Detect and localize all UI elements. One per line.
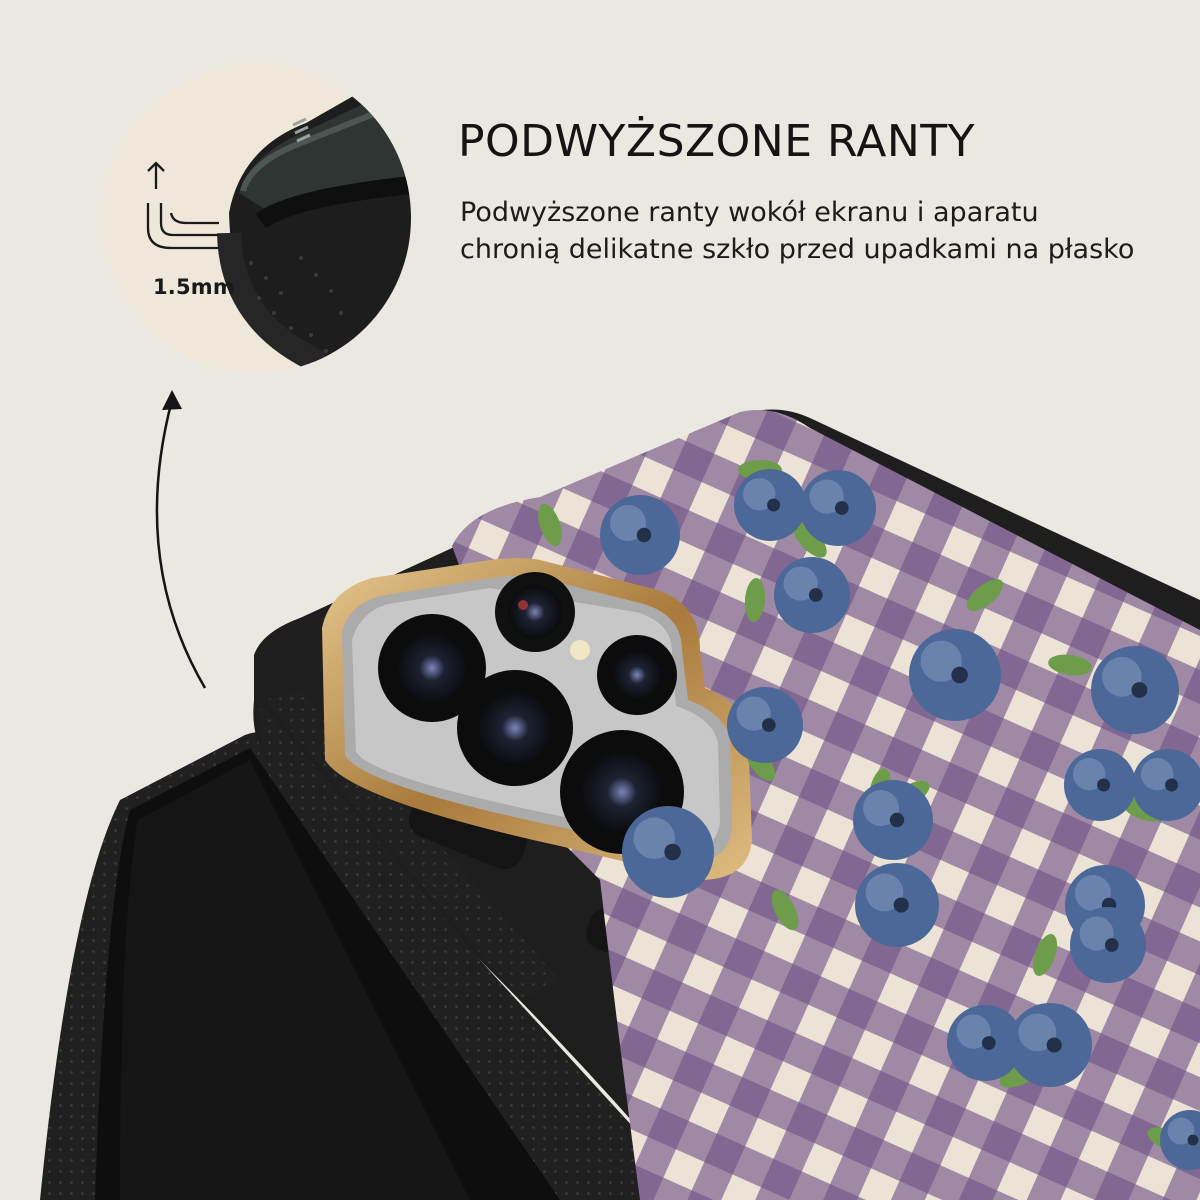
blueberry-pattern: [538, 460, 1200, 1170]
blueberry-highlight: [920, 640, 962, 682]
blueberry-crown: [808, 588, 823, 602]
blueberry-icon: [1160, 1110, 1200, 1170]
blueberry-crown: [981, 1036, 996, 1050]
blueberry-crown: [889, 812, 905, 828]
leaf-icon: [966, 579, 1004, 611]
blueberry-crown: [1046, 1037, 1062, 1053]
blueberry-highlight: [610, 505, 646, 541]
camera-lenses: [378, 572, 684, 854]
blueberry-crown: [1131, 682, 1148, 698]
leaf-icon: [793, 522, 827, 558]
blueberry-highlight: [809, 479, 844, 514]
raised-edge-zoom: 1.5mm: [101, 63, 411, 373]
leaf-icon: [744, 578, 766, 622]
blueberry-highlight: [1075, 875, 1111, 911]
feature-title: PODWYŻSZONE RANTY: [458, 116, 976, 167]
blueberry-highlight: [863, 790, 899, 826]
arrow-up-icon: [155, 390, 207, 689]
blueberry-crown: [664, 843, 681, 861]
blueberry-crown: [761, 718, 776, 732]
blueberry-highlight: [1167, 1117, 1195, 1145]
blueberry-crown: [1165, 778, 1179, 792]
leaf-icon: [1048, 654, 1092, 676]
leaf-icon: [771, 889, 799, 931]
lower-case: [40, 732, 660, 1200]
blueberry-crown: [1104, 938, 1119, 952]
blueberry-crown: [951, 666, 968, 684]
measurement-label: 1.5mm: [153, 275, 235, 299]
feature-description-line: chronią delikatne szkło przed upadkami n…: [460, 234, 1135, 266]
raised-edge-icon: [146, 161, 219, 250]
blueberry-highlight: [736, 696, 771, 731]
blueberry-highlight: [743, 478, 776, 511]
blueberry-crown: [1097, 778, 1111, 792]
blueberry-crown: [636, 527, 652, 543]
blueberry-highlight: [956, 1014, 991, 1049]
feature-description-line: Podwyższone ranty wokół ekranu i aparatu: [460, 197, 1039, 228]
blueberry-highlight: [865, 873, 904, 912]
blueberry-highlight: [1102, 657, 1142, 697]
blueberry-crown: [834, 501, 849, 515]
blueberry-highlight: [1079, 916, 1114, 951]
blueberry-crown: [893, 897, 909, 913]
blueberry-crown: [1187, 1134, 1199, 1146]
leaf-icon: [1032, 934, 1058, 976]
blueberry-highlight: [1073, 758, 1106, 791]
feature-description: Podwyższone ranty wokół ekranu i aparatu…: [460, 194, 1180, 269]
blueberry-highlight: [783, 566, 818, 601]
blueberry-crown: [767, 498, 781, 512]
leaf-icon: [538, 503, 562, 547]
blueberry-highlight: [1141, 758, 1174, 791]
blueberry-highlight: [633, 817, 675, 859]
blueberry-highlight: [1018, 1013, 1057, 1052]
